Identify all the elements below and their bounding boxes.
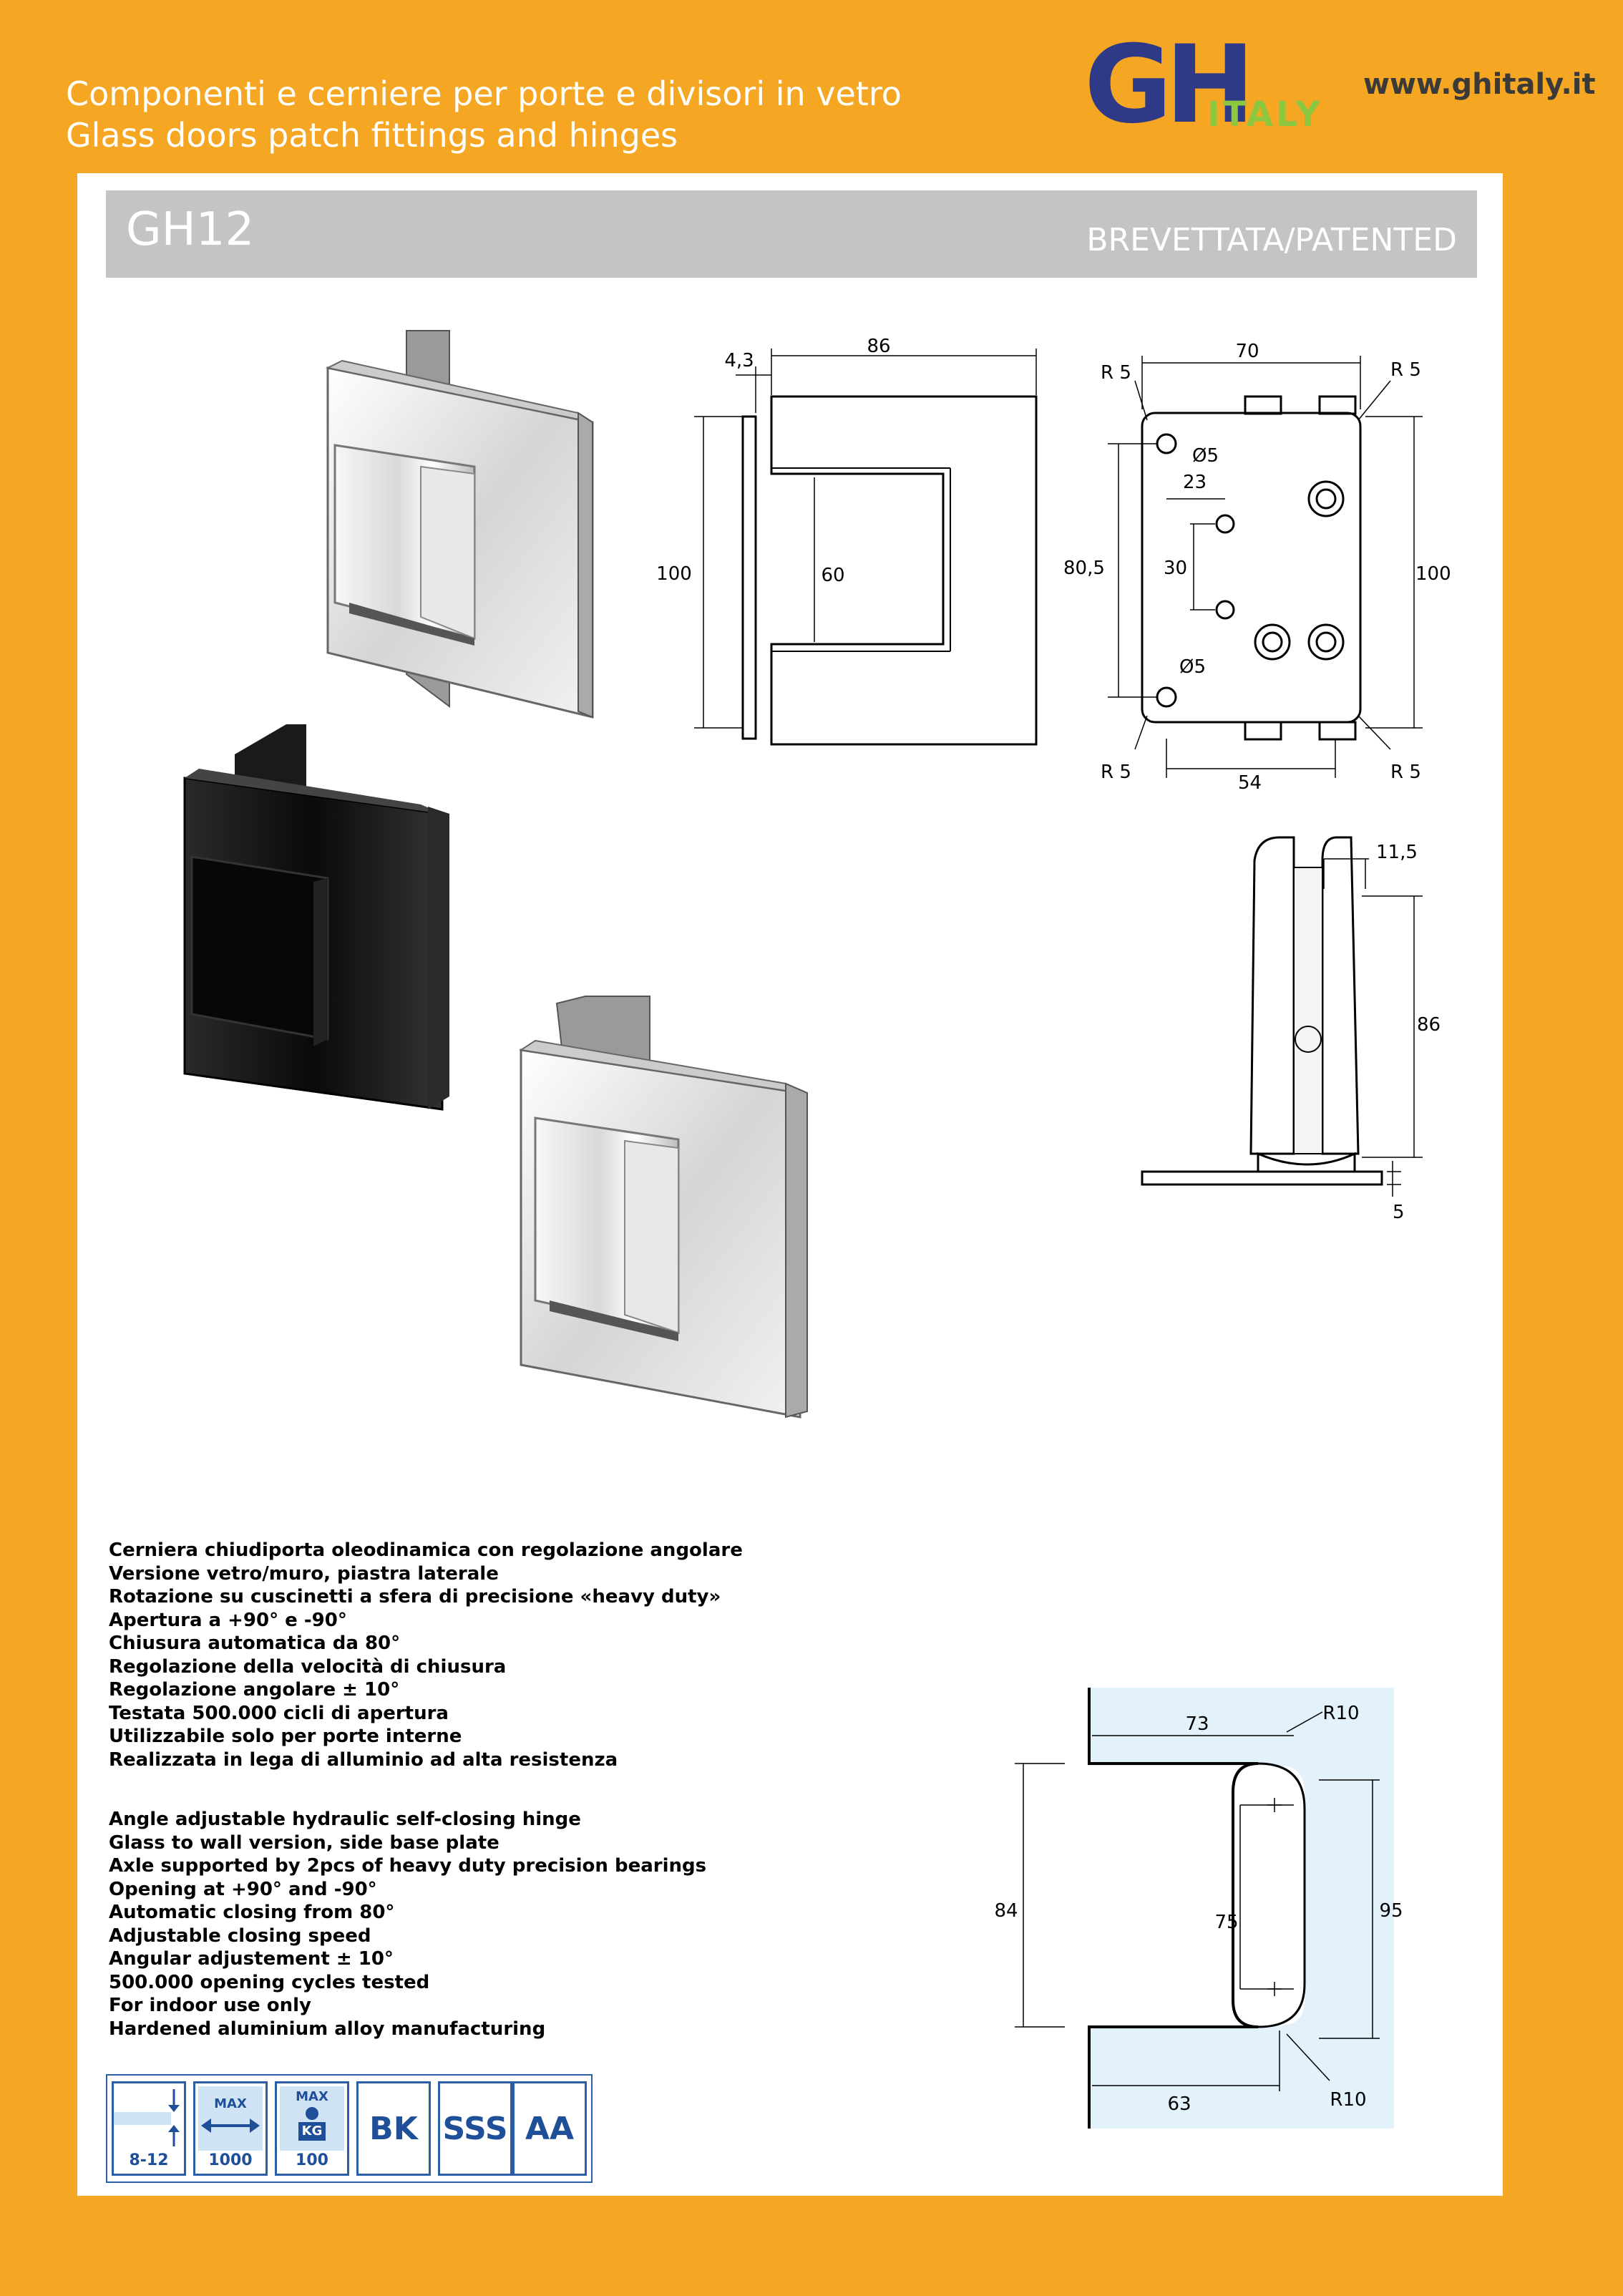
dim-plate-radius-tl: R 5 xyxy=(1101,362,1131,384)
product-code: GH12 xyxy=(126,203,255,256)
dim-plate-radius-bl: R 5 xyxy=(1101,762,1131,783)
dim-cutout-radius-top: R10 xyxy=(1322,1703,1359,1724)
dim-side-depth: 11,5 xyxy=(1376,842,1418,863)
thickness-arrows-icon xyxy=(114,2089,180,2146)
dim-plate-small-spacing: 30 xyxy=(1164,558,1187,579)
weight-icon xyxy=(306,2107,318,2120)
logo-letters: GH xyxy=(1084,37,1248,137)
dim-plate-hole-spacing: 80,5 xyxy=(1063,558,1105,579)
dim-plate-offset: 23 xyxy=(1183,472,1207,493)
finish-bk-badge: BK xyxy=(356,2081,431,2176)
description-line: Angle adjustable hydraulic self-closing … xyxy=(109,1809,581,1830)
finish-sss-badge: SSS xyxy=(438,2081,512,2176)
dim-cutout-inner-height: 75 xyxy=(1214,1912,1238,1933)
description-line: For indoor use only xyxy=(109,1995,311,2016)
front-view-drawing xyxy=(694,349,1038,746)
description-line: Rotazione su cuscinetti a sfera di preci… xyxy=(109,1586,721,1607)
description-line: Versione vetro/muro, piastra laterale xyxy=(109,1562,499,1585)
description-line: Regolazione angolare ± 10° xyxy=(109,1679,400,1701)
description-line: Realizzata in lega di alluminio ad alta … xyxy=(109,1748,618,1771)
title-bar: GH12 BREVETTATA/PATENTED xyxy=(106,190,1477,278)
max-width-value: 1000 xyxy=(208,2151,253,2169)
side-view-drawing xyxy=(1141,836,1423,1197)
dim-plate-height: 100 xyxy=(1415,563,1451,585)
glass-thickness-icon: 8-12 xyxy=(112,2081,186,2176)
description-line: Adjustable closing speed xyxy=(109,1925,371,1947)
thickness-label: 8-12 xyxy=(129,2151,169,2169)
max-weight-value: 100 xyxy=(296,2151,328,2169)
dim-front-height: 100 xyxy=(656,563,692,585)
description-line: Testata 500.000 cicli di apertura xyxy=(109,1702,449,1724)
max-width-icon: MAX 1000 xyxy=(193,2081,268,2176)
description-line: Cerniera chiudiporta oleodinamica con re… xyxy=(109,1539,743,1561)
finish-sss-label: SSS xyxy=(442,2111,508,2147)
hinge-render-chrome-bottom xyxy=(519,996,808,1419)
dim-plate-radius-br: R 5 xyxy=(1390,762,1421,783)
ghitaly-logo[interactable]: GH ITALY xyxy=(1084,37,1356,137)
header-subtitle-english: Glass doors patch fittings and hinges xyxy=(66,116,678,155)
hinge-render-black xyxy=(183,724,449,1111)
finish-aa-badge: AA xyxy=(512,2081,587,2176)
header-subtitle-italian: Componenti e cerniere per porte e diviso… xyxy=(66,74,902,113)
dim-cutout-outer-height: 95 xyxy=(1379,1900,1403,1922)
dim-cutout-width-top: 73 xyxy=(1185,1713,1209,1735)
max-weight-icon: MAX KG 100 xyxy=(275,2081,349,2176)
description-line: Automatic closing from 80° xyxy=(109,1902,395,1923)
dim-side-height: 86 xyxy=(1417,1014,1441,1036)
description-line: Chiusura automatica da 80° xyxy=(109,1633,401,1654)
dim-plate-lower-width: 54 xyxy=(1238,772,1262,794)
description-line: Hardened aluminium alloy manufacturing xyxy=(109,2018,546,2040)
description-italian: Cerniera chiudiporta oleodinamica con re… xyxy=(109,1539,743,1771)
description-line: Utilizzabile solo per porte interne xyxy=(109,1726,462,1747)
finish-bk-label: BK xyxy=(369,2111,418,2147)
dim-plate-width: 70 xyxy=(1235,341,1259,362)
dim-plate-radius-tr: R 5 xyxy=(1390,359,1421,381)
product-illustrations: 86 4,3 100 60 70 R 5 xyxy=(183,330,1451,2129)
dim-cutout-width-bottom: 63 xyxy=(1167,2093,1191,2115)
patent-label: BREVETTATA/PATENTED xyxy=(1086,222,1457,258)
double-arrow-icon xyxy=(201,2119,260,2133)
weight-unit: KG xyxy=(301,2124,323,2139)
product-sheet: GH12 BREVETTATA/PATENTED xyxy=(77,173,1503,2196)
spec-icons: 8-12 MAX 1000 MAX KG 100 BK SSS xyxy=(106,2074,593,2183)
glass-cutout-drawing xyxy=(1015,1688,1394,2129)
dim-front-width: 86 xyxy=(867,336,890,357)
description-line: Glass to wall version, side base plate xyxy=(109,1832,499,1854)
description-line: Apertura a +90° e -90° xyxy=(109,1609,347,1631)
description-line: Axle supported by 2pcs of heavy duty pre… xyxy=(109,1855,707,1877)
dim-front-inner: 60 xyxy=(821,565,844,586)
description-line: Regolazione della velocità di chiusura xyxy=(109,1655,507,1678)
dim-cutout-radius-bottom: R10 xyxy=(1330,2089,1366,2111)
plate-view-drawing xyxy=(1108,356,1423,778)
max-weight-max-label: MAX xyxy=(296,2089,328,2104)
description-english: Angle adjustable hydraulic self-closing … xyxy=(109,1808,706,2040)
website-link[interactable]: www.ghitaly.it xyxy=(1363,68,1596,101)
dim-cutout-height: 84 xyxy=(994,1900,1018,1922)
hinge-render-chrome-top xyxy=(325,330,594,719)
dim-plate-hole-top: Ø5 xyxy=(1192,445,1219,467)
finish-aa-label: AA xyxy=(525,2111,575,2147)
dim-side-base: 5 xyxy=(1393,1202,1405,1223)
description-line: Angular adjustement ± 10° xyxy=(109,1948,394,1970)
max-width-max-label: MAX xyxy=(214,2096,247,2111)
description-line: Opening at +90° and -90° xyxy=(109,1878,377,1900)
logo-country: ITALY xyxy=(1207,94,1323,135)
description-line: 500.000 opening cycles tested xyxy=(109,1971,430,1993)
dim-front-plate: 4,3 xyxy=(724,350,754,371)
dim-plate-hole-bottom: Ø5 xyxy=(1179,656,1206,678)
